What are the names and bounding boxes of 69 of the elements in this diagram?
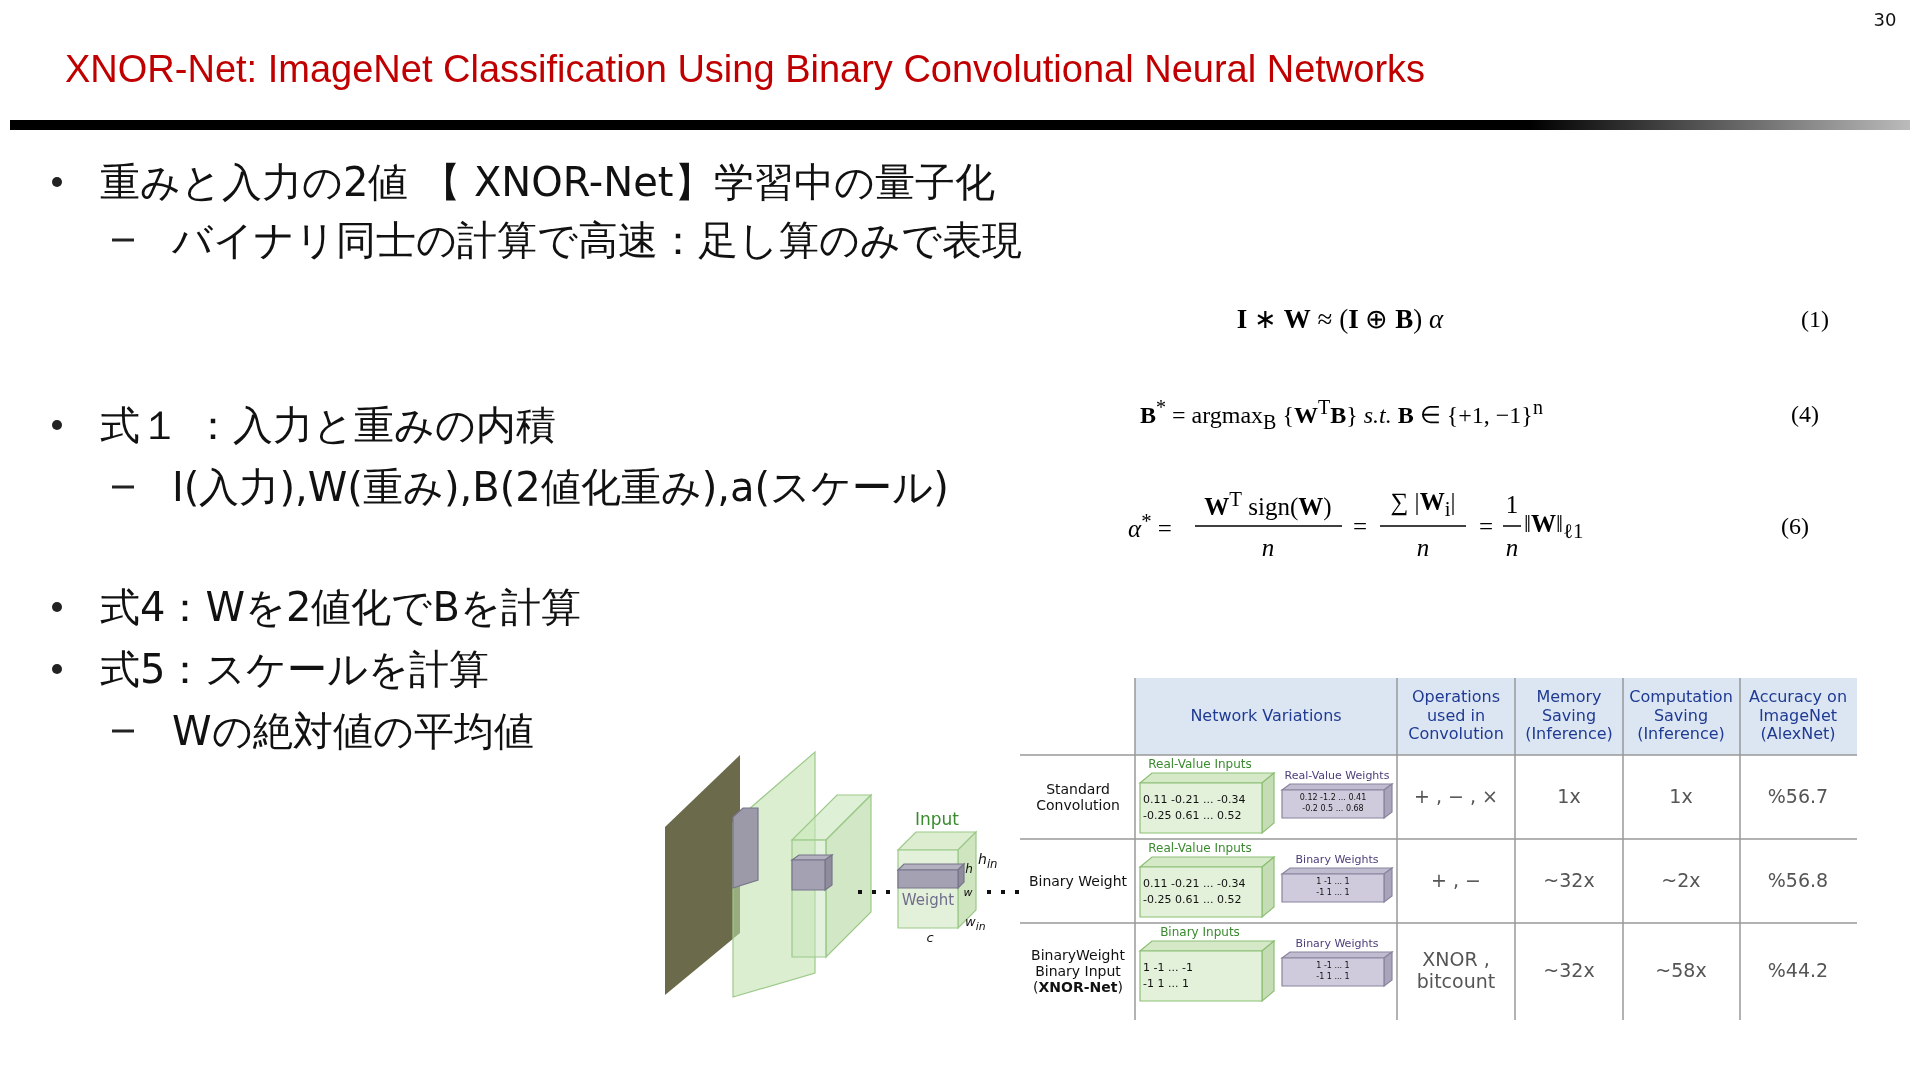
- bullet-text: 重みと入力の2値 【 XNOR-Net】学習中の量子化: [100, 159, 995, 205]
- matrix-values: 1 -1 ... 1: [1316, 961, 1350, 971]
- dimension-label: h: [965, 863, 973, 877]
- column-header: Accuracy on ImageNet (AlexNet): [1747, 688, 1849, 744]
- page-number: 30: [1873, 9, 1897, 31]
- matrix-values: -0.25 0.61 ... 0.52: [1143, 893, 1242, 907]
- figure-label: Weight: [901, 892, 955, 910]
- row-header: Standard Convolution: [1035, 780, 1121, 814]
- matrix-values: -1 1 ... 1: [1143, 977, 1189, 991]
- matrix-values: 0.11 -0.21 ... -0.34: [1143, 793, 1246, 807]
- table-cell: %44.2: [1767, 960, 1829, 982]
- equation-term: n: [1261, 533, 1275, 563]
- row-header: Binary Weight: [1028, 872, 1128, 890]
- matrix-values: 0.11 -0.21 ... -0.34: [1143, 877, 1246, 891]
- equation-number: (4): [1791, 401, 1819, 429]
- matrix-values: 0.12 -1.2 ... 0.41: [1299, 793, 1367, 803]
- dimension-label: w: [963, 886, 973, 900]
- matrix-values: 1 -1 ... 1: [1316, 877, 1350, 887]
- cube-label: Real-Value Inputs: [1148, 758, 1252, 772]
- figure-label: Input: [915, 810, 959, 830]
- matrix-values: -0.2 0.5 ... 0.68: [1302, 804, 1364, 814]
- bullet-text: 式１ ：入力と重みの内積: [100, 402, 556, 448]
- bullet-text: I(入力),W(重み),B(2値化重み),a(スケール): [172, 464, 949, 510]
- equation-term: n: [1416, 533, 1430, 563]
- column-header: Network Variations: [1190, 706, 1342, 726]
- cube-label: Binary Weights: [1295, 937, 1379, 951]
- column-header: Computation Saving (Inference): [1628, 688, 1734, 744]
- bullet-text: 式4：Wを2値化でBを計算: [100, 584, 581, 630]
- table-cell: %56.8: [1767, 870, 1829, 892]
- table-cell: 1x: [1557, 786, 1581, 808]
- dimension-label: c: [926, 930, 934, 946]
- equation: I ∗ W ≈ (I ⊕ B) α: [1236, 304, 1444, 336]
- matrix-values: -1 1 ... 1: [1316, 972, 1350, 982]
- column-header: Operations used in Convolution: [1407, 688, 1505, 744]
- equation: B$^{*}$ = argmax$_{B}$ {W$^{T}$B} s.t. B ∈ {+1, −1}$^{n}$: [1140, 396, 1543, 434]
- equation-term: 1: [1505, 490, 1519, 520]
- cube-label: Real-Value Inputs: [1148, 842, 1252, 856]
- table-cell: ~32x: [1543, 960, 1595, 982]
- table-cell: ~32x: [1543, 870, 1595, 892]
- equation-term: =: [1478, 512, 1494, 542]
- table-cell: + , −: [1431, 870, 1481, 892]
- table-cell: + , − , ×: [1414, 786, 1498, 808]
- matrix-values: -1 1 ... 1: [1316, 888, 1350, 898]
- equation-number: (1): [1801, 306, 1829, 334]
- dimension-label: h$_{in}$: [978, 850, 998, 872]
- dimension-label: w$_{in}$: [965, 915, 986, 933]
- cube-label: Binary Inputs: [1160, 926, 1240, 940]
- table-cell: %56.7: [1767, 786, 1829, 808]
- equation-term: ‖W‖$_{ℓ1}$: [1524, 510, 1584, 544]
- matrix-values: 1 -1 ... -1: [1143, 961, 1193, 975]
- cube-label: Real-Value Weights: [1284, 769, 1390, 783]
- table-cell-text: XNOR , bitcount: [1415, 949, 1497, 993]
- cube-label: Binary Weights: [1295, 853, 1379, 867]
- bullet-text: Wの絶対値の平均値: [172, 708, 534, 754]
- bullet-text: バイナリ同士の計算で高速：足し算のみで表現: [172, 217, 1022, 263]
- equation-term: =: [1352, 512, 1368, 542]
- table-cell: 1x: [1669, 786, 1693, 808]
- column-header: Memory Saving (Inference): [1524, 688, 1614, 744]
- bullet-text: 式5：スケールを計算: [100, 646, 490, 692]
- slide-title: XNOR-Net: ImageNet Classification Using Binary Convolutional Neural Networks: [65, 48, 1426, 92]
- equation-term: α$^{*}$ =: [1128, 509, 1172, 545]
- equation-term: n: [1505, 533, 1519, 563]
- equation-term: ∑ |W$_{i}$|: [1390, 488, 1456, 522]
- equation-term: W$^{T}$ sign(W): [1204, 487, 1332, 523]
- table-cell: ~58x: [1655, 960, 1707, 982]
- table-cell: ~2x: [1661, 870, 1701, 892]
- matrix-values: -0.25 0.61 ... 0.52: [1143, 809, 1242, 823]
- equation-number: (6): [1781, 513, 1809, 541]
- row-header: BinaryWeight Binary Input (XNOR-Net): [1030, 946, 1126, 996]
